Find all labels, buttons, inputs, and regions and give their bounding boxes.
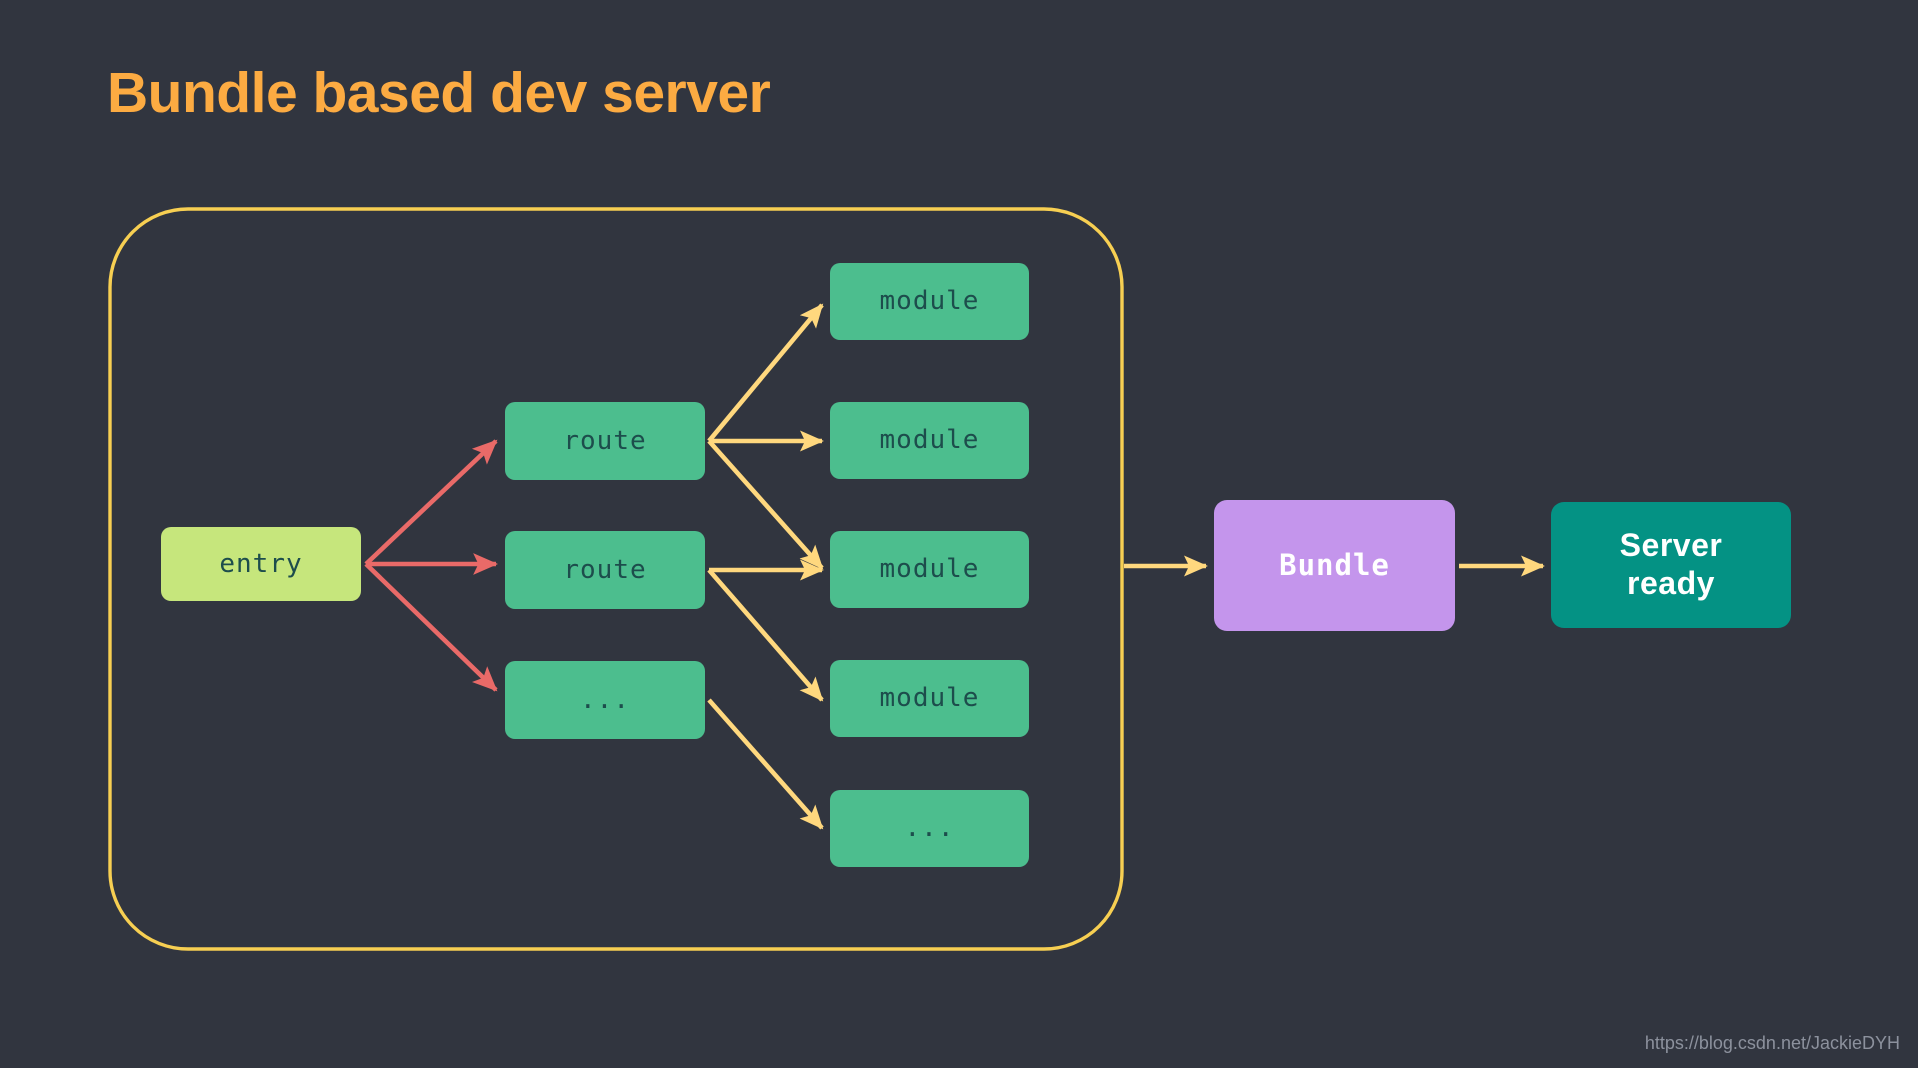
node-entry[interactable]: entry xyxy=(161,527,361,601)
watermark: https://blog.csdn.net/JackieDYH xyxy=(1644,1033,1900,1053)
node-route-1-label: route xyxy=(563,425,647,456)
node-route-ellipsis-label: ... xyxy=(580,684,630,715)
node-module-2[interactable]: module xyxy=(830,402,1029,479)
node-module-3-label: module xyxy=(879,554,980,585)
node-entry-label: entry xyxy=(219,548,303,579)
edge-route2-to-module4 xyxy=(707,568,824,702)
node-bundle[interactable]: Bundle xyxy=(1214,500,1455,631)
node-module-ellipsis[interactable]: ... xyxy=(830,790,1029,867)
node-bundle-label: Bundle xyxy=(1279,548,1390,583)
node-module-3[interactable]: module xyxy=(830,531,1029,608)
node-route-ellipsis[interactable]: ... xyxy=(505,661,705,739)
node-module-4[interactable]: module xyxy=(830,660,1029,737)
node-module-1-label: module xyxy=(879,286,980,317)
edge-route1-to-module1 xyxy=(707,303,824,443)
node-server-ready-label: Server ready xyxy=(1619,527,1723,601)
node-route-1[interactable]: route xyxy=(505,402,705,480)
node-module-2-label: module xyxy=(879,425,980,456)
node-route-2[interactable]: route xyxy=(505,531,705,609)
edge-route3-to-module5 xyxy=(707,698,824,830)
node-route-2-label: route xyxy=(563,554,647,585)
bundle-graph-container xyxy=(108,207,1124,951)
edge-route1-to-module3 xyxy=(707,439,824,570)
node-server-ready[interactable]: Server ready xyxy=(1551,502,1791,628)
page-title: Bundle based dev server xyxy=(107,61,771,125)
edge-entry-to-route1 xyxy=(364,439,498,566)
edge-entry-to-route3 xyxy=(364,562,498,692)
node-module-ellipsis-label: ... xyxy=(904,813,955,844)
node-module-1[interactable]: module xyxy=(830,263,1029,340)
node-module-4-label: module xyxy=(879,683,980,714)
